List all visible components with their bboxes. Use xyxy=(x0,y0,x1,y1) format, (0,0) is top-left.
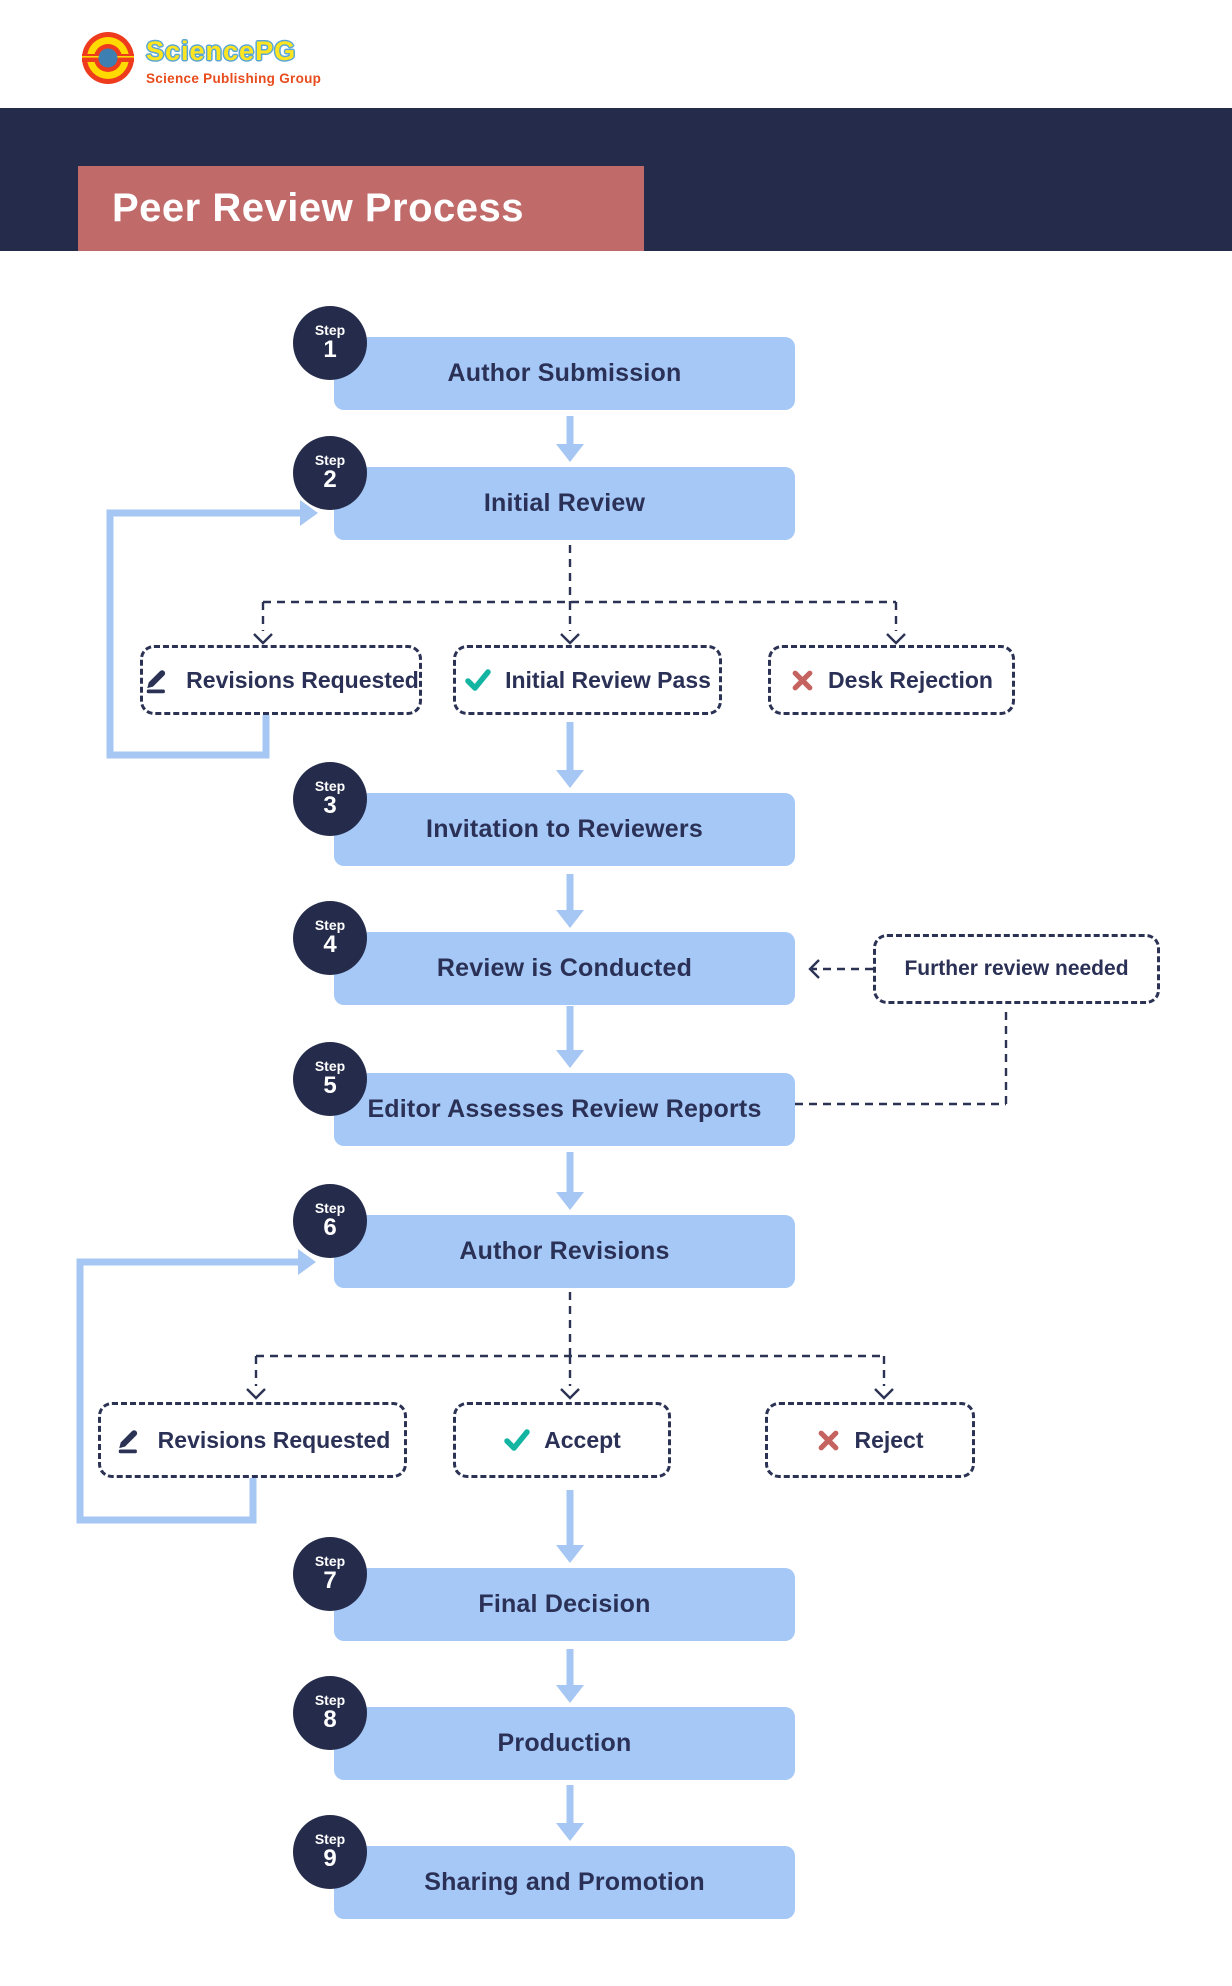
step-box-editor-assesses-review-reports: Editor Assesses Review Reports xyxy=(334,1073,795,1146)
note-label: Further review needed xyxy=(904,957,1129,980)
step-label: Initial Review xyxy=(483,489,646,517)
step-badge-7: Step 7 xyxy=(293,1537,367,1611)
step-label: Sharing and Promotion xyxy=(424,1868,705,1896)
step-box-sharing-and-promotion: Sharing and Promotion xyxy=(334,1846,795,1919)
title-banner: Peer Review Process xyxy=(78,166,644,251)
step-badge-6: Step 6 xyxy=(293,1184,367,1258)
cross-icon xyxy=(790,668,815,693)
branch-initial-review-pass: Initial Review Pass xyxy=(453,645,722,715)
step-label: Final Decision xyxy=(478,1590,651,1618)
step-box-review-is-conducted: Review is Conducted xyxy=(334,932,795,1005)
step-badge-5: Step 5 xyxy=(293,1042,367,1116)
pencil-icon xyxy=(143,665,173,695)
step-badge-9: Step 9 xyxy=(293,1815,367,1889)
step-label: Author Revisions xyxy=(459,1237,670,1265)
pencil-icon xyxy=(115,1425,145,1455)
sciencepg-logo: SciencePG Science Publishing Group xyxy=(80,30,321,86)
step-label: Author Submission xyxy=(447,359,682,387)
step-label: Editor Assesses Review Reports xyxy=(367,1095,762,1123)
cross-icon xyxy=(816,1428,841,1453)
sciencepg-logo-icon xyxy=(82,32,134,84)
step-badge-8: Step 8 xyxy=(293,1676,367,1750)
check-icon xyxy=(503,1427,531,1453)
step-badge-3: Step 3 xyxy=(293,762,367,836)
branch-desk-rejection: Desk Rejection xyxy=(768,645,1015,715)
step-label: Invitation to Reviewers xyxy=(426,815,703,843)
note-further-review-needed: Further review needed xyxy=(873,934,1160,1004)
branch-label: Desk Rejection xyxy=(828,666,993,693)
step-label: Production xyxy=(497,1729,632,1757)
branch-label: Revisions Requested xyxy=(157,1426,391,1453)
step-box-author-submission: Author Submission xyxy=(334,337,795,410)
step-label: Review is Conducted xyxy=(436,954,693,982)
logo-brand-text: SciencePG xyxy=(146,36,297,66)
branch-revisions-requested-final: Revisions Requested xyxy=(98,1402,407,1478)
step-badge-2: Step 2 xyxy=(293,436,367,510)
step-box-author-revisions: Author Revisions xyxy=(334,1215,795,1288)
page-title: Peer Review Process xyxy=(112,186,524,230)
step-box-initial-review: Initial Review xyxy=(334,467,795,540)
step-badge-4: Step 4 xyxy=(293,901,367,975)
logo-tagline: Science Publishing Group xyxy=(146,71,322,86)
branch-label: Reject xyxy=(854,1426,924,1453)
step-box-invitation-to-reviewers: Invitation to Reviewers xyxy=(334,793,795,866)
branch-revisions-requested-initial: Revisions Requested xyxy=(140,645,422,715)
step-badge-1: Step 1 xyxy=(293,306,367,380)
check-icon xyxy=(464,667,492,693)
branch-reject: Reject xyxy=(765,1402,975,1478)
branch-label: Accept xyxy=(544,1426,621,1453)
branch-label: Initial Review Pass xyxy=(505,666,711,693)
branch-accept: Accept xyxy=(453,1402,671,1478)
step-box-final-decision: Final Decision xyxy=(334,1568,795,1641)
branch-label: Revisions Requested xyxy=(186,666,419,693)
step-box-production: Production xyxy=(334,1707,795,1780)
